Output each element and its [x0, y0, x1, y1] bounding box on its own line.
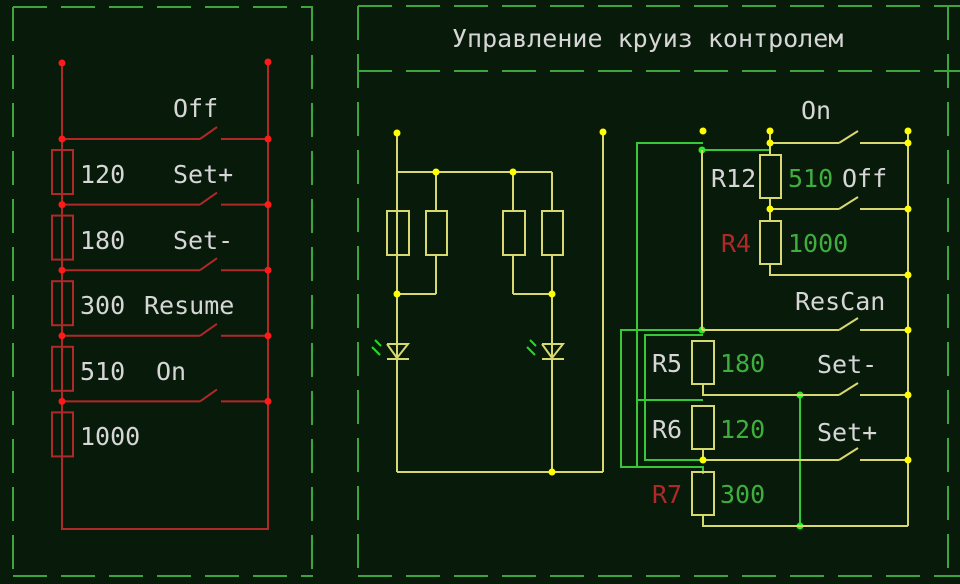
switch-label-rescan: ResCan — [795, 287, 885, 316]
node — [264, 135, 272, 143]
node — [264, 201, 272, 209]
switch-label-set-minus: Set- — [817, 350, 877, 379]
value-r6: 120 — [720, 415, 765, 444]
resistor-r4 — [759, 220, 782, 265]
value-r4: 1000 — [788, 229, 848, 258]
resistor-value-1000: 1000 — [80, 422, 140, 451]
switch-contact — [199, 322, 218, 337]
value-r12: 510 — [788, 164, 833, 193]
led-icon — [526, 339, 566, 360]
switch-label-off: Off — [842, 164, 887, 193]
switch-label-on: On — [801, 96, 831, 125]
ref-r7: R7 — [652, 480, 682, 509]
resistor-value-300: 300 — [80, 291, 125, 320]
node — [264, 332, 272, 340]
switch-contact — [199, 388, 218, 403]
switch-contact — [199, 126, 218, 140]
switch-label-set-plus: Set+ — [817, 418, 877, 447]
ref-r12: R12 — [711, 164, 756, 193]
diagram-title: Управление круиз контролем — [452, 24, 843, 53]
ref-r6: R6 — [652, 415, 682, 444]
node — [264, 397, 272, 405]
resistor — [51, 345, 74, 392]
resistor-value-510: 510 — [80, 357, 125, 386]
resistor — [541, 210, 564, 256]
resistor — [51, 411, 74, 458]
resistor-r5 — [691, 340, 715, 385]
resistor-r6 — [691, 405, 715, 450]
resistor-r12 — [759, 154, 782, 199]
switch-label-on: On — [156, 357, 186, 386]
left-frame — [12, 6, 313, 577]
led-icon — [371, 339, 411, 360]
node — [58, 201, 66, 209]
resistor — [51, 280, 74, 327]
resistor — [386, 210, 410, 256]
node — [58, 135, 66, 143]
switch-label-set-plus: Set+ — [173, 160, 233, 189]
ref-r4: R4 — [721, 229, 751, 258]
switch-label-off: Off — [173, 94, 218, 123]
node — [264, 266, 272, 274]
ref-r5: R5 — [652, 349, 682, 378]
node — [58, 397, 66, 405]
resistor — [425, 210, 448, 256]
value-r7: 300 — [720, 480, 765, 509]
resistor-value-120: 120 — [80, 160, 125, 189]
switch-label-set-minus: Set- — [173, 226, 233, 255]
resistor — [51, 214, 74, 261]
right-frame — [357, 5, 960, 577]
switch-contact — [199, 191, 218, 206]
node — [58, 332, 66, 340]
switch-label-resume: Resume — [144, 291, 234, 320]
switch-contact — [199, 257, 218, 272]
resistor — [502, 210, 526, 256]
resistor-value-180: 180 — [80, 226, 125, 255]
left-ladder — [51, 58, 272, 530]
node — [264, 58, 272, 66]
value-r5: 180 — [720, 349, 765, 378]
resistor — [51, 149, 74, 195]
resistor-r7 — [691, 471, 715, 516]
right-circuit — [620, 127, 912, 530]
led-circuit — [371, 128, 607, 476]
node — [58, 266, 66, 274]
node — [58, 59, 66, 67]
